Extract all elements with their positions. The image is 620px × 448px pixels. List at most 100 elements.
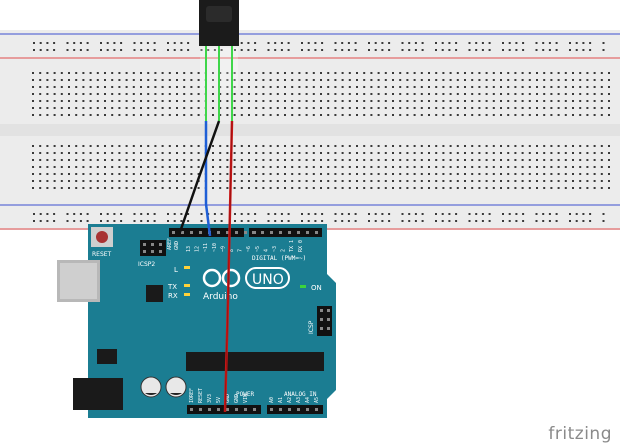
reset-button[interactable]	[96, 231, 108, 243]
breadboard-hole	[183, 114, 186, 116]
breadboard-hole	[161, 152, 164, 154]
breadboard-hole	[75, 187, 78, 189]
breadboard-hole	[147, 114, 150, 116]
icsp2-pin[interactable]	[143, 243, 146, 246]
breadboard-hole	[572, 187, 574, 189]
breadboard-hole	[111, 152, 114, 154]
header-pin[interactable]	[208, 408, 211, 411]
breadboard-hole	[478, 93, 481, 95]
breadboard-hole	[321, 42, 324, 44]
header-pin[interactable]	[190, 408, 193, 411]
breadboard-hole	[226, 79, 229, 81]
breadboard-hole	[572, 180, 574, 182]
breadboard-hole	[586, 145, 589, 147]
breadboard-hole	[212, 107, 214, 109]
breadboard-hole	[521, 152, 524, 154]
header-pin[interactable]	[306, 231, 309, 234]
breadboard-hole	[377, 72, 380, 74]
breadboard-hole	[564, 152, 567, 154]
breadboard-hole	[60, 152, 63, 154]
header-pin[interactable]	[270, 231, 273, 234]
breadboard-hole	[356, 100, 358, 102]
breadboard-hole	[608, 100, 610, 102]
wire-ground[interactable]	[178, 120, 221, 233]
icsp-pin[interactable]	[327, 318, 330, 321]
breadboard-hole	[449, 180, 452, 182]
header-pin[interactable]	[172, 231, 175, 234]
header-pin[interactable]	[226, 231, 229, 234]
icsp2-pin[interactable]	[159, 250, 162, 253]
breadboard-hole	[514, 159, 517, 161]
breadboard-hole	[435, 72, 438, 74]
header-pin[interactable]	[244, 231, 247, 234]
breadboard-hole	[226, 152, 229, 154]
breadboard-hole	[262, 107, 265, 109]
breadboard-hole	[455, 213, 458, 215]
icsp-pin[interactable]	[320, 309, 323, 312]
breadboard-hole	[414, 220, 417, 222]
breadboard-hole	[550, 180, 553, 182]
icsp2-pin[interactable]	[143, 250, 146, 253]
breadboard-hole	[39, 145, 42, 147]
breadboard-hole	[104, 72, 106, 74]
icsp2-pin[interactable]	[151, 243, 154, 246]
breadboard-hole	[428, 173, 430, 175]
breadboard-hole	[82, 72, 85, 74]
breadboard-hole	[147, 72, 150, 74]
header-pin[interactable]	[244, 408, 247, 411]
breadboard-hole	[132, 159, 135, 161]
header-pin[interactable]	[252, 231, 255, 234]
breadboard-hole	[543, 145, 546, 147]
breadboard-hole	[441, 42, 444, 44]
breadboard-hole	[284, 187, 286, 189]
header-pin[interactable]	[199, 231, 202, 234]
breadboard-hole	[104, 173, 106, 175]
header-pin[interactable]	[253, 408, 256, 411]
header-pin[interactable]	[279, 408, 282, 411]
breadboard-hole	[471, 114, 474, 116]
header-pin[interactable]	[217, 231, 220, 234]
header-pin[interactable]	[235, 231, 238, 234]
icsp-pin[interactable]	[320, 327, 323, 330]
breadboard-hole	[589, 49, 592, 51]
breadboard-hole	[368, 220, 370, 222]
breadboard-hole	[492, 180, 495, 182]
breadboard-hole	[168, 107, 171, 109]
breadboard-hole	[298, 93, 301, 95]
breadboard-hole	[492, 114, 495, 116]
header-pin[interactable]	[190, 231, 193, 234]
header-pin[interactable]	[297, 231, 300, 234]
breadboard-hole	[449, 79, 452, 81]
header-pin[interactable]	[315, 231, 318, 234]
header-pin[interactable]	[235, 408, 238, 411]
breadboard-hole	[111, 180, 114, 182]
header-pin[interactable]	[270, 408, 273, 411]
breadboard-hole	[608, 86, 610, 88]
breadboard-hole	[60, 145, 63, 147]
icsp-pin[interactable]	[327, 327, 330, 330]
icsp2-pin[interactable]	[151, 250, 154, 253]
breadboard-hole	[75, 166, 78, 168]
header-pin[interactable]	[217, 408, 220, 411]
header-pin[interactable]	[261, 231, 264, 234]
breadboard-hole	[557, 79, 560, 81]
header-pin[interactable]	[288, 408, 291, 411]
header-pin[interactable]	[288, 231, 291, 234]
header-pin[interactable]	[306, 408, 309, 411]
header-pin[interactable]	[297, 408, 300, 411]
breadboard-hole	[154, 93, 157, 95]
breadboard-hole	[89, 114, 92, 116]
icsp2-pin[interactable]	[159, 243, 162, 246]
header-pin[interactable]	[315, 408, 318, 411]
wire-signal[interactable]	[204, 121, 212, 237]
breadboard-hole	[327, 166, 330, 168]
icsp-pin[interactable]	[320, 318, 323, 321]
header-pin[interactable]	[279, 231, 282, 234]
icsp-pin[interactable]	[327, 309, 330, 312]
header-pin[interactable]	[226, 408, 229, 411]
breadboard-hole	[589, 213, 592, 215]
header-pin[interactable]	[199, 408, 202, 411]
breadboard-hole	[226, 180, 229, 182]
header-pin[interactable]	[181, 231, 184, 234]
breadboard-hole	[334, 173, 337, 175]
